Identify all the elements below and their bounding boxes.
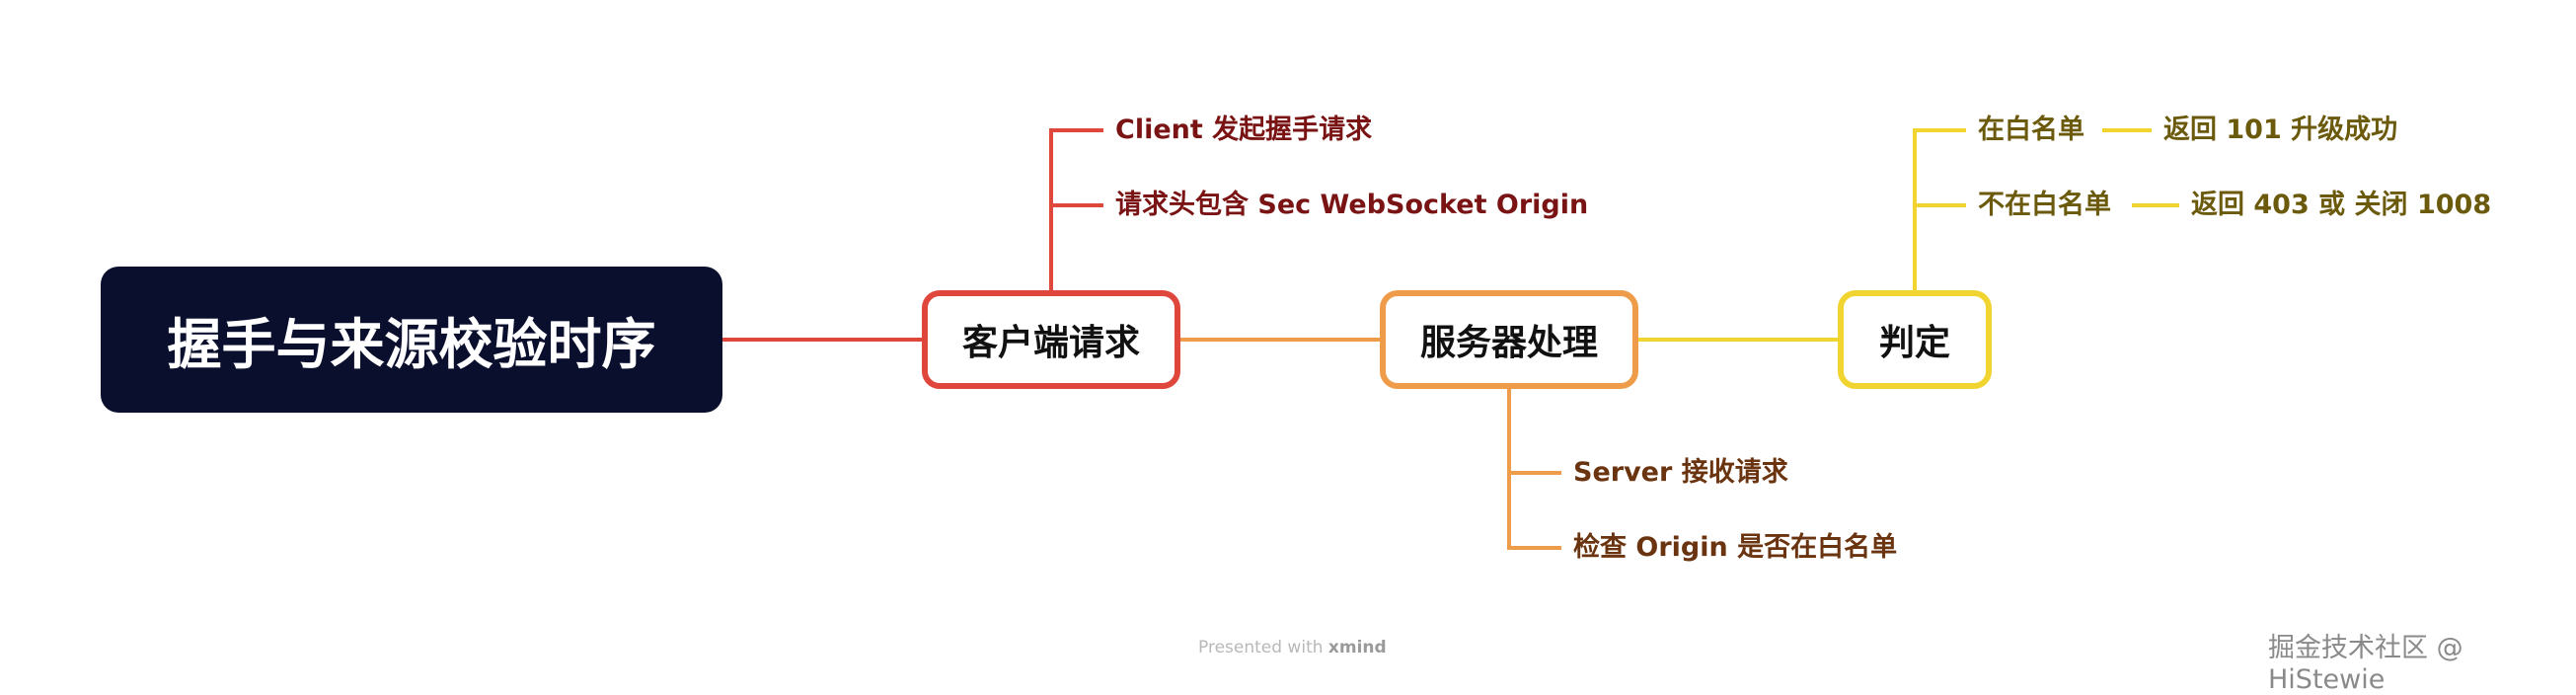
result-upgrade-101[interactable]: 返回 101 升级成功 (2163, 115, 2398, 145)
connector-judge-children (1913, 128, 1966, 290)
topic-server-process[interactable]: 服务器处理 (1380, 290, 1638, 389)
connector-client-children (1049, 128, 1103, 290)
connector-server-children (1507, 389, 1561, 550)
subtopic-origin-header[interactable]: 请求头包含 Sec WebSocket Origin (1115, 190, 1589, 220)
topic-judgement[interactable]: 判定 (1838, 290, 1992, 389)
presented-with-text: Presented with (1198, 638, 1324, 657)
presented-with-credit: Presented with xmind (1198, 638, 1387, 657)
subtopic-server-receive[interactable]: Server 接收请求 (1573, 457, 1788, 488)
xmind-brand: xmind (1327, 638, 1387, 657)
subtopic-client-initiate[interactable]: Client 发起握手请求 (1115, 115, 1373, 145)
watermark: 掘金技术社区 @ HiStewie (2268, 633, 2463, 695)
result-reject-403-1008[interactable]: 返回 403 或 关闭 1008 (2191, 190, 2492, 220)
subtopic-in-whitelist[interactable]: 在白名单 (1978, 115, 2084, 145)
subtopic-not-in-whitelist[interactable]: 不在白名单 (1978, 190, 2111, 220)
connector-lines (722, 128, 2179, 550)
subtopic-check-origin[interactable]: 检查 Origin 是否在白名单 (1573, 532, 1898, 563)
topic-client-request[interactable]: 客户端请求 (922, 290, 1180, 389)
root-topic[interactable]: 握手与来源校验时序 (101, 267, 722, 413)
